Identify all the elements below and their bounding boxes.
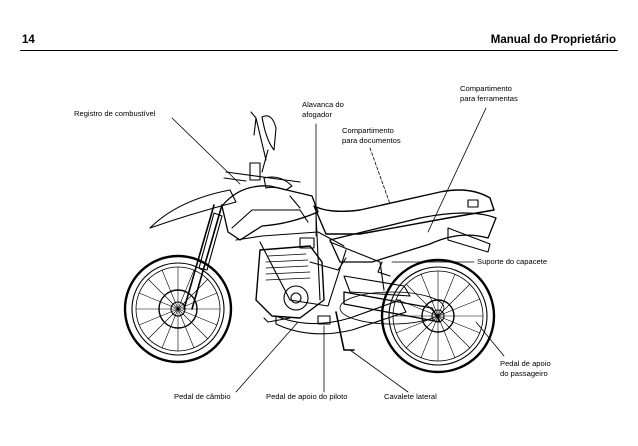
label-line: afogador <box>302 109 332 119</box>
manual-title: Manual do Proprietário <box>490 34 616 46</box>
front-fork <box>149 189 237 310</box>
label-gear-pedal: Pedal de câmbio <box>174 392 231 401</box>
label-rider-footpeg: Pedal de apoio do piloto <box>266 392 348 401</box>
label-line: Compartimento <box>342 126 394 135</box>
callout-lines <box>171 107 505 393</box>
label-line: Alavanca do <box>302 100 344 109</box>
seat <box>313 189 495 235</box>
label-choke-lever: Alavanca do afogador <box>302 100 344 119</box>
label-side-stand: Cavalete lateral <box>384 392 437 401</box>
label-tool-compartment: Compartimento para ferramentas <box>460 84 518 103</box>
label-passenger-footpeg: Pedal de apoio do passageiro <box>500 359 551 378</box>
page-number: 14 <box>22 34 35 46</box>
label-document-compartment: Compartimento para documentos <box>342 126 401 145</box>
label-line: para ferramentas <box>460 93 518 103</box>
label-line: Compartimento <box>460 84 512 93</box>
header-rule <box>20 50 618 52</box>
handlebar <box>223 111 301 191</box>
fuel-tank <box>221 185 319 241</box>
label-fuel-valve: Registro de combustível <box>74 109 156 118</box>
swingarm <box>339 275 445 325</box>
label-helmet-holder: Suporte do capacete <box>477 257 548 266</box>
label-line: Pedal de apoio <box>500 359 551 368</box>
engine <box>255 237 347 319</box>
rear-fender <box>329 199 497 263</box>
label-line: do passageiro <box>500 368 548 378</box>
label-line: para documentos <box>342 135 401 145</box>
exhaust <box>275 299 407 335</box>
front-wheel <box>123 254 233 364</box>
